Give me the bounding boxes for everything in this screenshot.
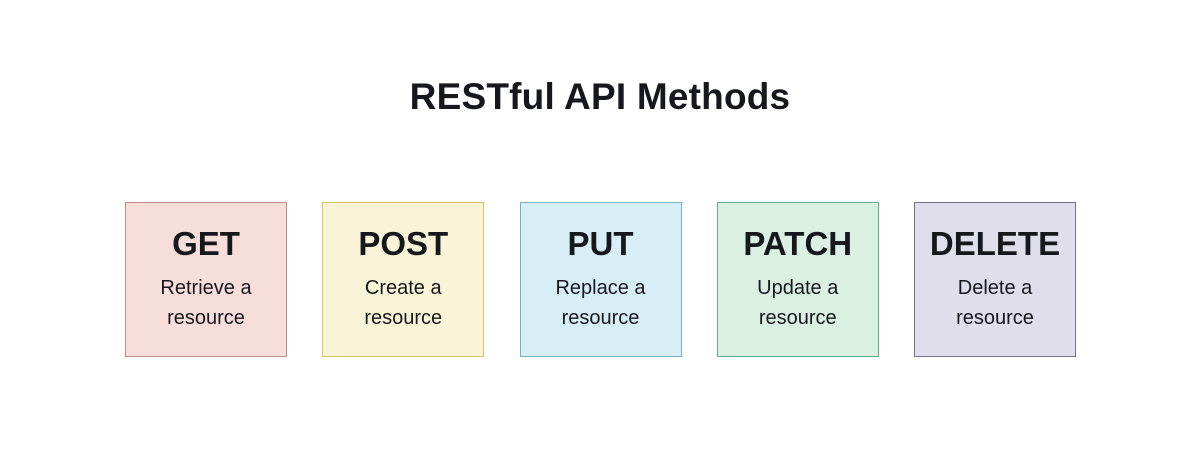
method-name-get: GET [172, 224, 240, 262]
method-description-post: Create a resource [364, 276, 443, 329]
method-card-put: PUT Replace a resource [519, 202, 682, 357]
method-card-delete: DELETE Delete a resource [914, 202, 1076, 357]
methods-row: GET Retrieve a resource POST Create a re… [125, 202, 1076, 357]
method-card-post: POST Create a resource [322, 202, 485, 357]
method-description-patch: Update a resource [757, 276, 839, 329]
method-name-patch: PATCH [743, 224, 853, 262]
method-card-patch: PATCH Update a resource [716, 202, 879, 357]
diagram-title: RESTful API Methods [409, 76, 791, 117]
method-name-delete: DELETE [929, 224, 1061, 262]
method-description-delete: Delete a resource [956, 276, 1034, 329]
method-name-post: POST [358, 224, 449, 262]
method-description-put: Replace a resource [555, 276, 646, 329]
method-name-put: PUT [567, 224, 634, 262]
method-description-get: Retrieve a resource [160, 276, 252, 329]
method-card-get: GET Retrieve a resource [125, 202, 287, 357]
